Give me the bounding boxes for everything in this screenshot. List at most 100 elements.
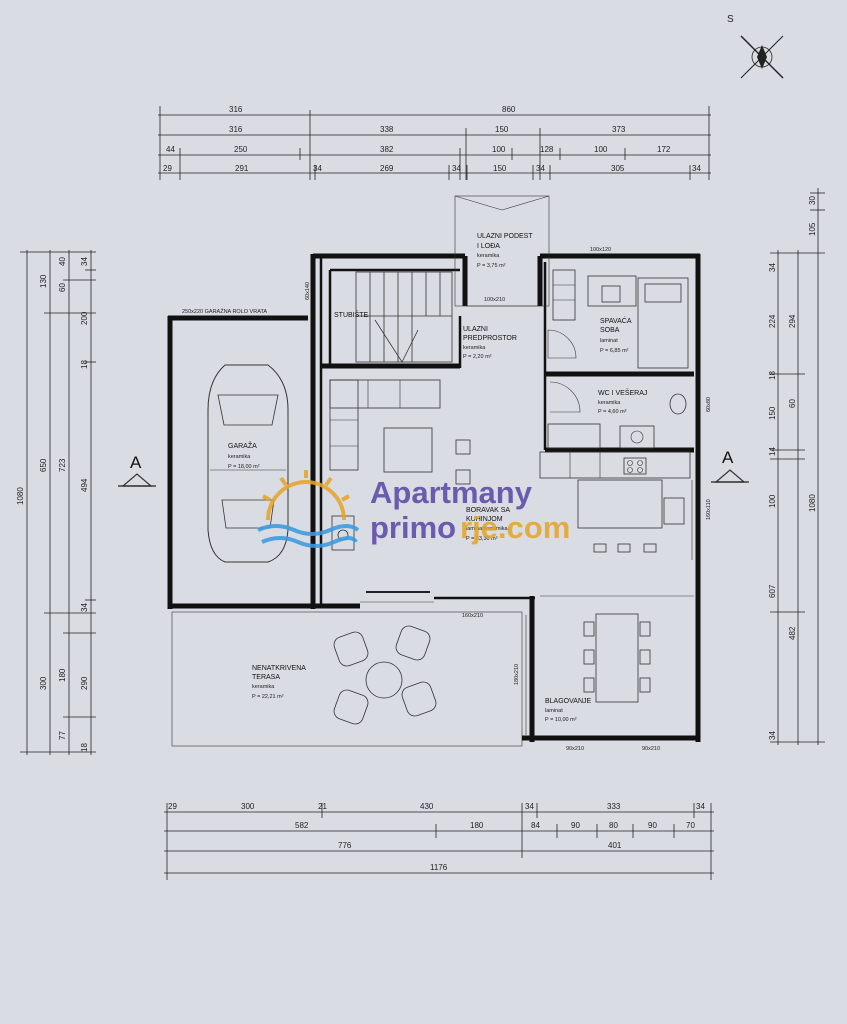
room-name: NENATKRIVENA: [252, 665, 306, 672]
room-floor: laminat: [600, 338, 618, 344]
dim-left-c3-0: 60: [58, 283, 67, 292]
room-name: BORAVAK SA: [466, 507, 510, 514]
dim-top-r2-2: 150: [495, 125, 509, 134]
dim-left-c3-1: 723: [58, 458, 67, 472]
room-floor: laminat: [545, 708, 563, 714]
room-name: ULAZNI: [463, 326, 488, 333]
desk-icon: [587, 275, 637, 307]
dim-left-outer: 1080: [16, 487, 25, 505]
dim-top-r2-1: 338: [380, 125, 394, 134]
dim-top-r4-2: 34: [313, 164, 322, 173]
dim-top-r3-6: 172: [657, 145, 671, 154]
toilet-icon: [669, 393, 687, 415]
washing-machine-icon: [547, 423, 601, 449]
watermark-line2: primo: [370, 510, 456, 545]
dim-top-r4-3: 269: [380, 164, 394, 173]
dim-bot-r1-6: 34: [696, 802, 705, 811]
room-area: P = 6,85 m²: [600, 348, 629, 354]
room-area: P = 10,00 m²: [545, 717, 577, 723]
chair-icon: [583, 649, 595, 665]
room-area: P = 4,60 m²: [598, 409, 627, 415]
room-stairs: STUBIŠTE: [334, 310, 369, 319]
chair-icon: [639, 677, 651, 693]
room-floor: keramika: [463, 345, 486, 351]
kitchen-counter: [539, 451, 691, 553]
dim-bot-r3-0: 776: [338, 841, 352, 850]
dining-window-2-label: 90x210: [642, 746, 660, 752]
dim-top-r4-0: 29: [163, 164, 172, 173]
dim-right-c3-0: 30: [808, 196, 817, 205]
dim-top-r3-0: 44: [166, 145, 175, 154]
room-living: BORAVAK SA KUHINJOM laminat/keramika P =…: [466, 507, 510, 542]
dim-right-c2-1: 60: [788, 399, 797, 408]
dim-bot-r2-1: 180: [470, 821, 484, 830]
compass-label: S: [727, 14, 734, 25]
dim-right-c3-1: 105: [808, 222, 817, 236]
dim-top-r4-6: 34: [536, 164, 545, 173]
dim-top-r3-1: 250: [234, 145, 248, 154]
dining-window-1-label: 90x210: [566, 746, 584, 752]
dim-bot-r1-5: 333: [607, 802, 621, 811]
section-label-left: A: [130, 453, 142, 472]
dining-door-left-label: 180x210: [514, 664, 520, 685]
door-swing-wc: [549, 381, 581, 413]
door-swing-bedroom: [547, 329, 577, 359]
wardrobe-icon: [552, 269, 576, 321]
dim-left-c2-1: 650: [39, 458, 48, 472]
room-name-2: I LOĐA: [477, 243, 500, 250]
kitchen-island: [577, 479, 663, 529]
dim-top-r4-4: 34: [452, 164, 461, 173]
terrace-lounge-set: [333, 625, 437, 725]
watermark-line3: rje.com: [460, 510, 570, 545]
dim-right-c2-2: 482: [788, 626, 797, 640]
room-wc: WC I VEŠERAJ keramika P = 4,60 m²: [598, 388, 647, 415]
dim-top-r3-2: 382: [380, 145, 394, 154]
stair-window-label: 60x140: [305, 282, 311, 300]
chair-icon: [639, 649, 651, 665]
dim-bot-r3-1: 401: [608, 841, 622, 850]
terrace-outline: [171, 611, 523, 747]
room-area: P = 18,00 m²: [228, 464, 260, 470]
garage-door-label: 250x220 GARAŽNA ROLO VRATA: [182, 307, 267, 315]
room-floor: keramika: [252, 684, 275, 690]
watermark-line1: Apartmany: [370, 475, 533, 510]
dim-left-c2-0: 130: [39, 274, 48, 288]
section-mark-right: A: [711, 448, 749, 483]
room-floor: keramika: [228, 454, 251, 460]
dim-right-c3-2: 1080: [808, 494, 817, 512]
dim-right-c1-4: 14: [768, 447, 777, 456]
sun-logo-icon: [257, 470, 360, 548]
armchair-icon: [333, 689, 369, 725]
sink-icon: [663, 497, 685, 525]
room-floor: keramika: [477, 253, 500, 259]
dim-bot-r1-3: 430: [420, 802, 434, 811]
room-name-2: KUHINJOM: [466, 516, 503, 523]
dim-top-r4-7: 305: [611, 164, 625, 173]
dim-right-c1-7: 34: [768, 731, 777, 740]
dim-bot-r2-4: 80: [609, 821, 618, 830]
dim-bot-r2-5: 90: [648, 821, 657, 830]
dim-right-c1-3: 150: [768, 406, 777, 420]
room-name: BLAGOVANJE: [545, 698, 591, 705]
room-area: P = 22,21 m²: [252, 694, 284, 700]
room-name-2: PREDPROSTOR: [463, 335, 517, 342]
room-area: P = 3,75 m²: [477, 263, 506, 269]
dim-top-r1-0: 316: [229, 105, 243, 114]
top-dimensions: 316 860 316 338 150 373 44 250 382 100 1…: [158, 105, 711, 180]
dim-left-c4-1: 200: [80, 311, 89, 325]
terrace-door-label: 160x210: [462, 613, 483, 619]
dim-left-c4-0: 40: [58, 257, 67, 266]
washbasin-icon: [619, 425, 655, 449]
room-name: GARAŽA: [228, 441, 257, 450]
chair-icon: [583, 677, 595, 693]
armchair-icon: [401, 681, 437, 717]
dim-bot-r2-6: 70: [686, 821, 695, 830]
side-table-icon: [455, 469, 471, 485]
dim-bot-r2-2: 84: [531, 821, 540, 830]
sofa-icon: [329, 379, 441, 471]
dining-table: [583, 613, 651, 703]
staircase: [355, 271, 453, 363]
walls: [167, 253, 701, 742]
compass-icon: S: [727, 14, 784, 79]
dim-left-c4-2: 494: [80, 478, 89, 492]
